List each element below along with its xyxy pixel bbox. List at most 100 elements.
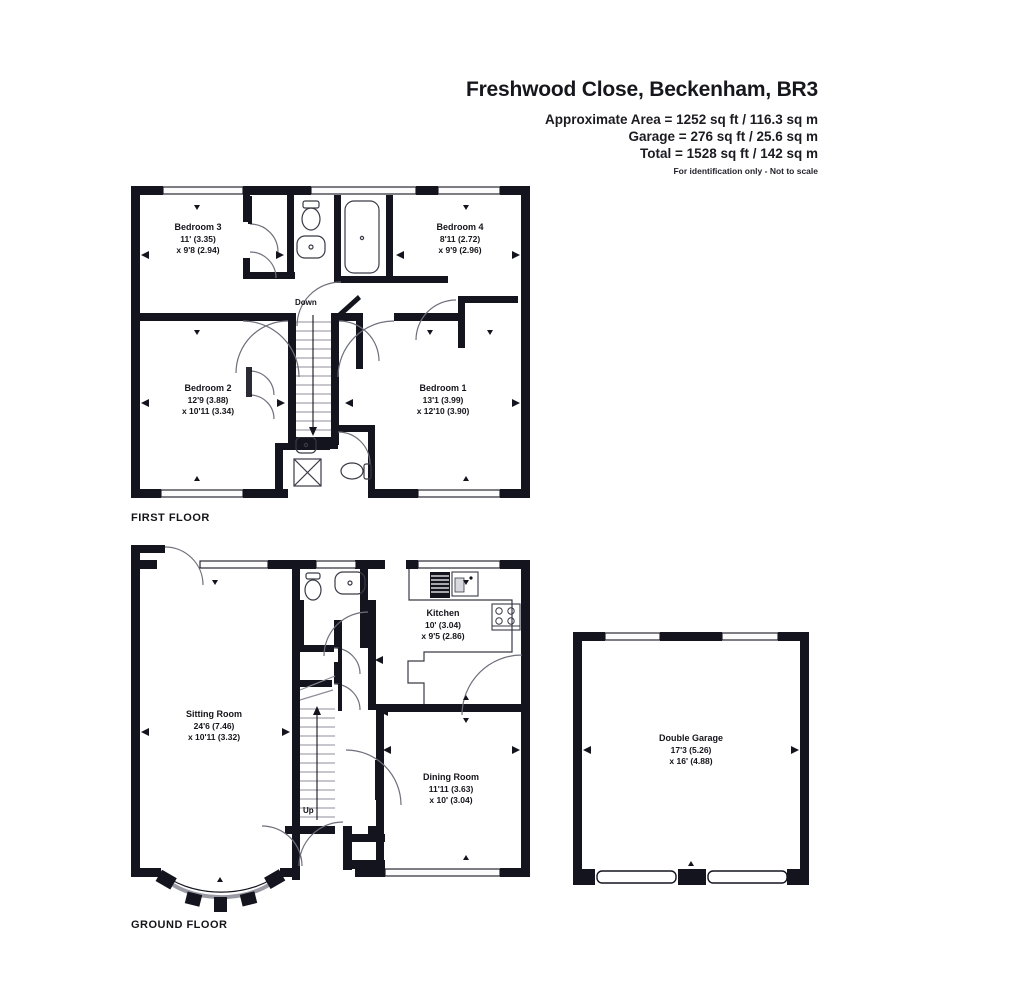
door-swing — [249, 251, 277, 279]
first-floor-windows — [160, 186, 501, 498]
door-swing — [415, 299, 457, 341]
hob-icon — [491, 603, 521, 631]
ground-floor-windows — [199, 560, 501, 877]
room-dimension-1: 11'11 (3.63) — [428, 783, 474, 794]
door-swing — [337, 431, 371, 465]
first-floor-label: FIRST FLOOR — [131, 512, 210, 524]
door-swing — [249, 370, 275, 396]
room-dimension-2: x 9'5 (2.86) — [421, 631, 465, 641]
room-dimension-1: 13'1 (3.99) — [422, 394, 464, 405]
ground-floor-door-leaves — [338, 648, 342, 711]
door-swing — [261, 825, 303, 867]
room-dimension-1: 10' (3.04) — [424, 619, 462, 630]
garage-walls — [573, 632, 809, 885]
window — [162, 186, 244, 195]
room-name: Double Garage — [658, 733, 723, 743]
window — [310, 186, 417, 195]
ground-floor-label: GROUND FLOOR — [131, 919, 228, 931]
double-garage-plan — [573, 632, 809, 885]
room-dimension-1: 8'11 (2.72) — [439, 233, 481, 244]
window — [721, 632, 779, 641]
room-dimension-1: 24'6 (7.46) — [193, 720, 235, 731]
ground-floor-door-swings — [164, 546, 523, 867]
plan-header: Freshwood Close, Beckenham, BR3 Approxim… — [0, 78, 830, 176]
bay-window — [155, 869, 286, 912]
garage-dimension-arrows — [583, 746, 799, 866]
door-swing — [323, 611, 369, 657]
door-swing — [461, 654, 523, 716]
first-floor-door-swings — [235, 223, 457, 465]
ground-floor-plan — [131, 545, 530, 912]
bath-icon — [344, 200, 380, 274]
window — [417, 560, 501, 569]
door-swing — [164, 546, 204, 586]
first-floor-door-leaves — [246, 196, 361, 397]
fridge-icon — [430, 572, 450, 598]
room-dimension-2: x 16' (4.88) — [669, 756, 713, 766]
first-floor-plan — [131, 186, 530, 498]
approximate-area-line: Approximate Area = 1252 sq ft / 116.3 sq… — [545, 112, 818, 127]
room-name: Bedroom 1 — [419, 383, 467, 393]
first-floor-walls — [131, 186, 530, 498]
room-dimension-2: x 10' (3.04) — [429, 795, 473, 805]
room-label-bedroom-1: Bedroom 1 13'1 (3.99) x 12'10 (3.90) — [388, 383, 498, 418]
ground-floor-dimension-arrows — [141, 580, 520, 860]
door-swing — [296, 281, 342, 327]
room-name: Bedroom 2 — [184, 383, 232, 393]
ground-floor-internal-walls — [285, 560, 530, 880]
room-dimension-2: x 9'8 (2.94) — [176, 245, 220, 255]
window — [160, 489, 244, 498]
door-swing — [345, 749, 402, 806]
window — [384, 868, 501, 877]
door-swing — [235, 320, 289, 374]
window — [604, 632, 661, 641]
room-dimension-2: x 10'11 (3.34) — [181, 406, 235, 416]
room-name: Sitting Room — [186, 709, 242, 719]
disclaimer-text: For identification only - Not to scale — [673, 166, 818, 176]
wash-basin-icon — [296, 235, 326, 259]
room-label-bedroom-3: Bedroom 3 11' (3.35) x 9'8 (2.94) — [143, 222, 253, 257]
stair-label-up: Up — [303, 806, 314, 815]
door-swing — [242, 320, 300, 378]
room-dimension-2: x 9'9 (2.96) — [438, 245, 482, 255]
window — [417, 489, 501, 498]
garage-area-line: Garage = 276 sq ft / 25.6 sq m — [628, 129, 818, 144]
door-swing — [337, 320, 395, 378]
room-name: Dining Room — [423, 772, 479, 782]
room-label-double-garage: Double Garage 17'3 (5.26) x 16' (4.88) — [635, 733, 747, 768]
garage-doors — [596, 870, 788, 884]
total-area-line: Total = 1528 sq ft / 142 sq m — [640, 146, 818, 161]
room-name: Kitchen — [426, 608, 460, 618]
room-label-sitting-room: Sitting Room 24'6 (7.46) x 10'11 (3.32) — [158, 709, 270, 744]
wc-icon — [304, 572, 322, 601]
door-swing — [249, 223, 279, 253]
door-swing — [249, 394, 275, 420]
room-name: Bedroom 3 — [174, 222, 222, 232]
door-swing — [333, 683, 361, 711]
staircase-down — [296, 313, 331, 437]
page-title: Freshwood Close, Beckenham, BR3 — [465, 78, 818, 101]
first-floor-internal-walls — [131, 186, 518, 490]
room-label-bedroom-2: Bedroom 2 12'9 (3.88) x 10'11 (3.34) — [153, 383, 263, 418]
room-dimension-2: x 10'11 (3.32) — [187, 732, 241, 742]
window — [199, 560, 269, 569]
first-floor-fixtures — [293, 200, 380, 487]
room-dimension-2: x 12'10 (3.90) — [416, 406, 470, 416]
room-name: Bedroom 4 — [436, 222, 484, 232]
wash-basin-icon — [334, 571, 366, 595]
room-label-bedroom-4: Bedroom 4 8'11 (2.72) x 9'9 (2.96) — [405, 222, 515, 257]
door-swing — [338, 320, 380, 362]
sink-icon — [451, 571, 479, 597]
wc-icon — [340, 462, 372, 480]
door-swing — [298, 821, 344, 867]
wc-icon — [301, 200, 321, 231]
ground-floor-walls — [131, 545, 530, 877]
room-dimension-1: 17'3 (5.26) — [670, 744, 712, 755]
stair-label-down: Down — [295, 298, 317, 307]
shower-tray-icon — [293, 458, 322, 487]
kitchen-fittings — [407, 569, 521, 704]
room-dimension-1: 11' (3.35) — [180, 233, 216, 244]
staircase-up — [299, 675, 336, 826]
room-label-kitchen: Kitchen 10' (3.04) x 9'5 (2.86) — [398, 608, 488, 643]
